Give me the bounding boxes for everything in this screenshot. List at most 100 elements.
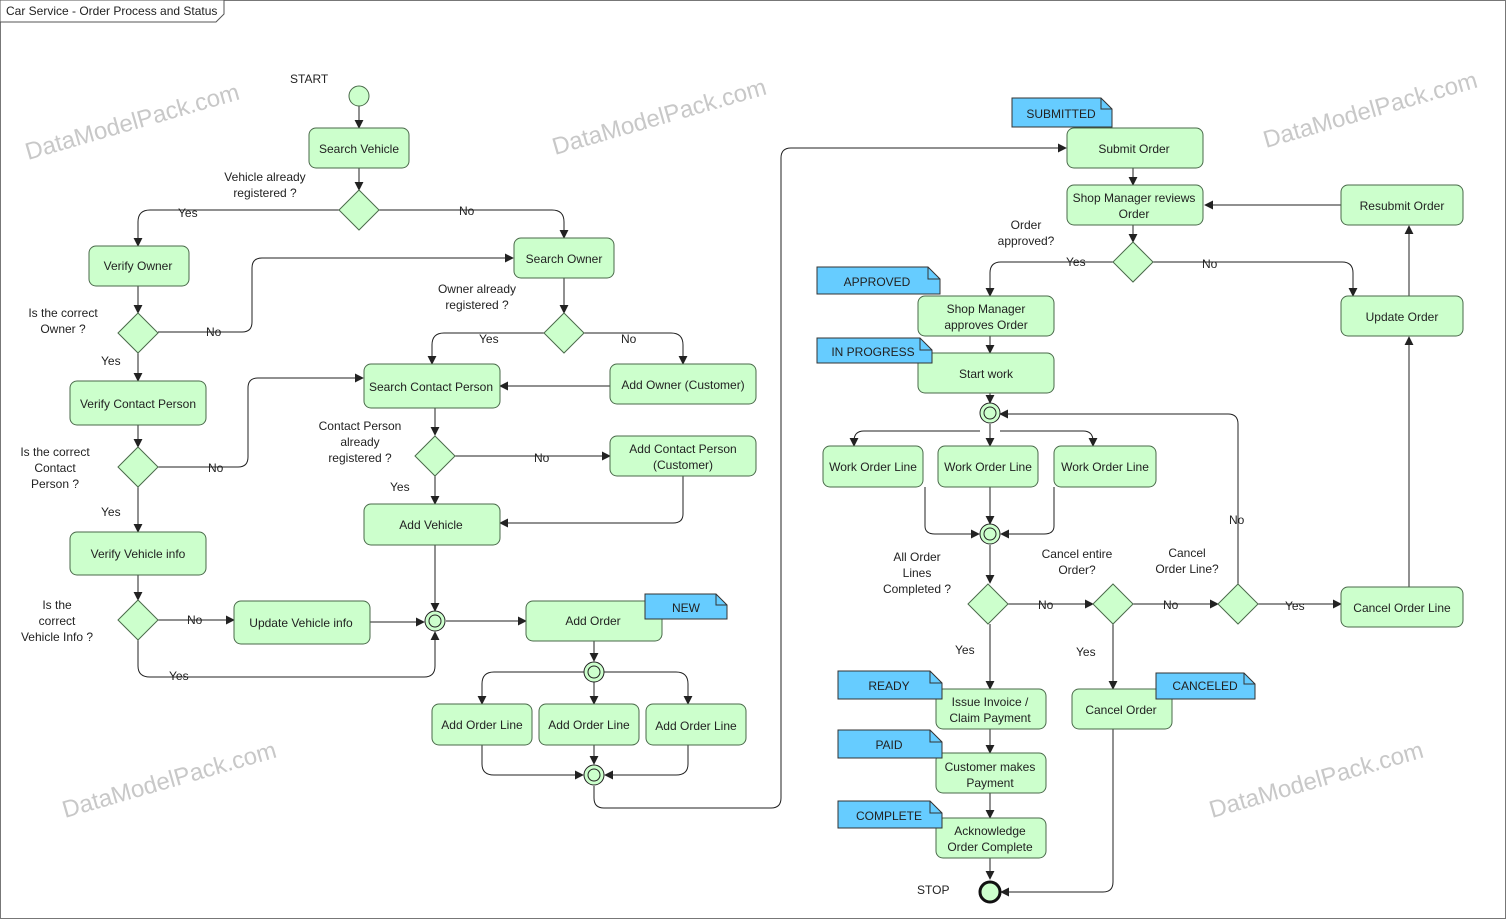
status-complete: COMPLETE (856, 809, 922, 823)
status-submitted: SUBMITTED (1026, 107, 1096, 121)
label-add-order: Add Order (565, 614, 620, 628)
fork-node (583, 661, 605, 683)
question-lines-completed: Lines (903, 566, 932, 580)
action-work-order-line (937, 445, 1039, 488)
action-add-order (525, 600, 663, 642)
action-add-order-line (538, 703, 640, 746)
action-start-work (917, 352, 1055, 394)
question-owner-registered: Owner already (438, 282, 516, 296)
label-work-order-line: Work Order Line (944, 460, 1032, 474)
note-folds (715, 98, 1255, 814)
action-update-order (1340, 295, 1464, 337)
merge-node (424, 610, 446, 632)
branch-no: No (1202, 257, 1218, 271)
question-correct-vehicle: Vehicle Info ? (21, 630, 93, 644)
action-boxes (69, 127, 1464, 859)
label-search-contact-person: Search Contact Person (369, 380, 493, 394)
label-add-order-line: Add Order Line (655, 719, 737, 733)
action-add-order-line (645, 703, 747, 746)
decision-correct-vehicle (117, 599, 159, 641)
label-cancel-order: Cancel Order (1085, 703, 1156, 717)
decision-vehicle-registered (338, 189, 380, 231)
decision-cancel-entire (1092, 583, 1134, 625)
question-cancel-entire: Cancel entire (1042, 547, 1113, 561)
branch-no: No (621, 332, 637, 346)
status-labels: NEW SUBMITTED APPROVED IN PROGRESS READY… (672, 107, 1238, 823)
branch-yes: Yes (955, 643, 975, 657)
action-search-vehicle (308, 127, 410, 169)
question-correct-owner: Owner ? (40, 322, 86, 336)
branch-yes: Yes (1066, 255, 1086, 269)
status-note-ready (837, 670, 943, 700)
question-contact-registered: registered ? (328, 451, 392, 465)
label-issue-invoice: Issue Invoice / (952, 695, 1029, 709)
join-node (979, 523, 1001, 545)
join-node (583, 764, 605, 786)
label-add-order-line: Add Order Line (548, 718, 630, 732)
question-lines-completed: All Order (893, 550, 940, 564)
action-labels: Search Vehicle Verify Owner Search Owner… (80, 142, 1451, 854)
question-order-approved: Order (1011, 218, 1042, 232)
action-acknowledge-complete (935, 817, 1047, 859)
start-label: START (290, 72, 329, 86)
watermark: DataModelPack.com (549, 74, 769, 161)
branch-yes: Yes (1285, 599, 1305, 613)
action-work-order-line (1053, 445, 1157, 488)
action-shop-manager-reviews (1066, 184, 1204, 226)
question-cancel-line: Order Line? (1155, 562, 1219, 576)
decision-order-approved (1112, 241, 1154, 283)
action-submit-order (1066, 127, 1204, 169)
question-order-approved: approved? (998, 234, 1055, 248)
action-customer-payment (935, 752, 1047, 794)
question-cancel-entire: Order? (1058, 563, 1096, 577)
branch-yes: Yes (101, 505, 121, 519)
action-add-contact-person (609, 435, 757, 477)
status-note-approved (816, 266, 941, 295)
branch-yes: Yes (1076, 645, 1096, 659)
decision-correct-contact (117, 446, 159, 488)
label-update-order: Update Order (1366, 310, 1439, 324)
action-resubmit-order (1340, 184, 1464, 226)
title-tab (0, 0, 225, 23)
decision-owner-registered (543, 312, 585, 354)
question-cancel-line: Cancel (1168, 546, 1205, 560)
label-submit-order: Submit Order (1098, 142, 1169, 156)
connectors (133, 106, 1414, 897)
status-canceled: CANCELED (1172, 679, 1238, 693)
label-search-vehicle: Search Vehicle (319, 142, 399, 156)
label-start-work: Start work (959, 367, 1014, 381)
question-correct-contact: Contact (34, 461, 76, 475)
watermark: DataModelPack.com (1206, 737, 1426, 824)
action-verify-owner (88, 245, 190, 287)
question-contact-registered: already (340, 435, 379, 449)
question-correct-vehicle: correct (39, 614, 76, 628)
status-note-complete (837, 800, 943, 829)
label-customer-payment: Customer makes (945, 760, 1036, 774)
question-vehicle-registered: Vehicle already (224, 170, 305, 184)
action-add-owner (609, 363, 757, 405)
label-add-vehicle: Add Vehicle (399, 518, 463, 532)
branch-yes: Yes (479, 332, 499, 346)
label-work-order-line: Work Order Line (829, 460, 917, 474)
action-shop-manager-approves (917, 295, 1055, 337)
label-acknowledge: Order Complete (947, 840, 1033, 854)
label-shop-manager-reviews: Shop Manager reviews (1073, 191, 1196, 205)
label-shop-manager-approves: Shop Manager (947, 302, 1026, 316)
branch-no: No (208, 461, 224, 475)
status-note-paid (837, 729, 943, 759)
watermark: DataModelPack.com (59, 737, 279, 824)
question-owner-registered: registered ? (445, 298, 509, 312)
status-note-new (644, 593, 728, 620)
question-vehicle-registered: registered ? (233, 186, 297, 200)
action-verify-contact-person (69, 380, 207, 426)
control-nodes: START STOP (290, 72, 1002, 904)
fork-node (979, 402, 1001, 424)
status-approved: APPROVED (844, 275, 911, 289)
label-add-contact-person: Add Contact Person (629, 442, 736, 456)
stop-label: STOP (917, 883, 949, 897)
label-update-vehicle-info: Update Vehicle info (249, 616, 353, 630)
label-acknowledge: Acknowledge (954, 824, 1026, 838)
label-verify-vehicle-info: Verify Vehicle info (91, 547, 186, 561)
diagram-title: Car Service - Order Process and Status (6, 4, 217, 18)
